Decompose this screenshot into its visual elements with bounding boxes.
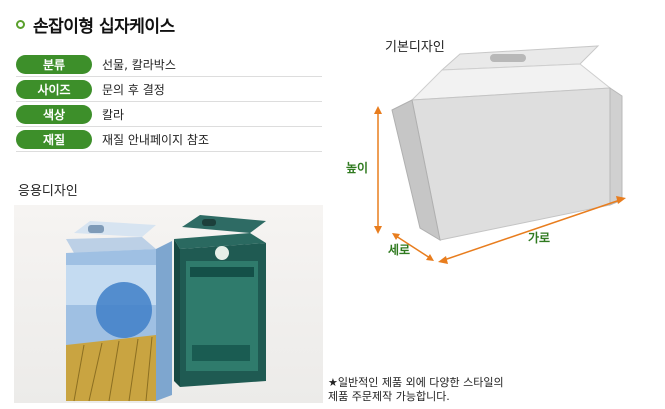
rice-box-dark-green	[174, 215, 266, 387]
spec-row-category: 분류 선물, 칼라박스	[16, 52, 322, 77]
spec-table: 분류 선물, 칼라박스 사이즈 문의 후 결정 색상 칼라 재질 재질 안내페이…	[16, 52, 322, 152]
spec-value: 재질 안내페이지 참조	[102, 132, 209, 147]
spec-value: 선물, 칼라박스	[102, 57, 176, 72]
depth-arrow	[392, 233, 434, 261]
application-design-photo	[14, 205, 323, 403]
basic-box-diagram: 높이 세로 가로	[346, 45, 626, 264]
spec-value: 칼라	[102, 107, 125, 122]
height-label: 높이	[346, 160, 368, 175]
spec-label: 분류	[16, 54, 92, 74]
depth-label: 세로	[388, 242, 410, 257]
spec-label: 사이즈	[16, 79, 92, 99]
custom-order-note: ★일반적인 제품 외에 다양한 스타일의 제품 주문제작 가능합니다.	[328, 376, 504, 404]
gift-boxes-illustration	[66, 215, 266, 402]
basic-design-heading: 기본디자인	[385, 40, 445, 55]
page-title: 손잡이형 십자케이스	[33, 17, 175, 37]
spec-label: 색상	[16, 104, 92, 124]
spec-row-size: 사이즈 문의 후 결정	[16, 77, 322, 102]
application-design-heading: 응용디자인	[18, 184, 78, 199]
spec-row-material: 재질 재질 안내페이지 참조	[16, 127, 322, 152]
spec-value: 문의 후 결정	[102, 82, 165, 97]
note-line-2: 제품 주문제작 가능합니다.	[328, 390, 450, 403]
rice-box-light-blue	[66, 221, 172, 402]
height-arrow	[374, 106, 382, 234]
bullet-circle-icon	[16, 20, 25, 29]
width-arrow	[438, 196, 626, 264]
page-title-group: 손잡이형 십자케이스	[16, 12, 175, 37]
spec-row-color: 색상 칼라	[16, 102, 322, 127]
width-label: 가로	[528, 230, 550, 245]
spec-label: 재질	[16, 129, 92, 149]
note-line-1: ★일반적인 제품 외에 다양한 스타일의	[328, 376, 504, 389]
white-handle-box	[391, 45, 623, 242]
